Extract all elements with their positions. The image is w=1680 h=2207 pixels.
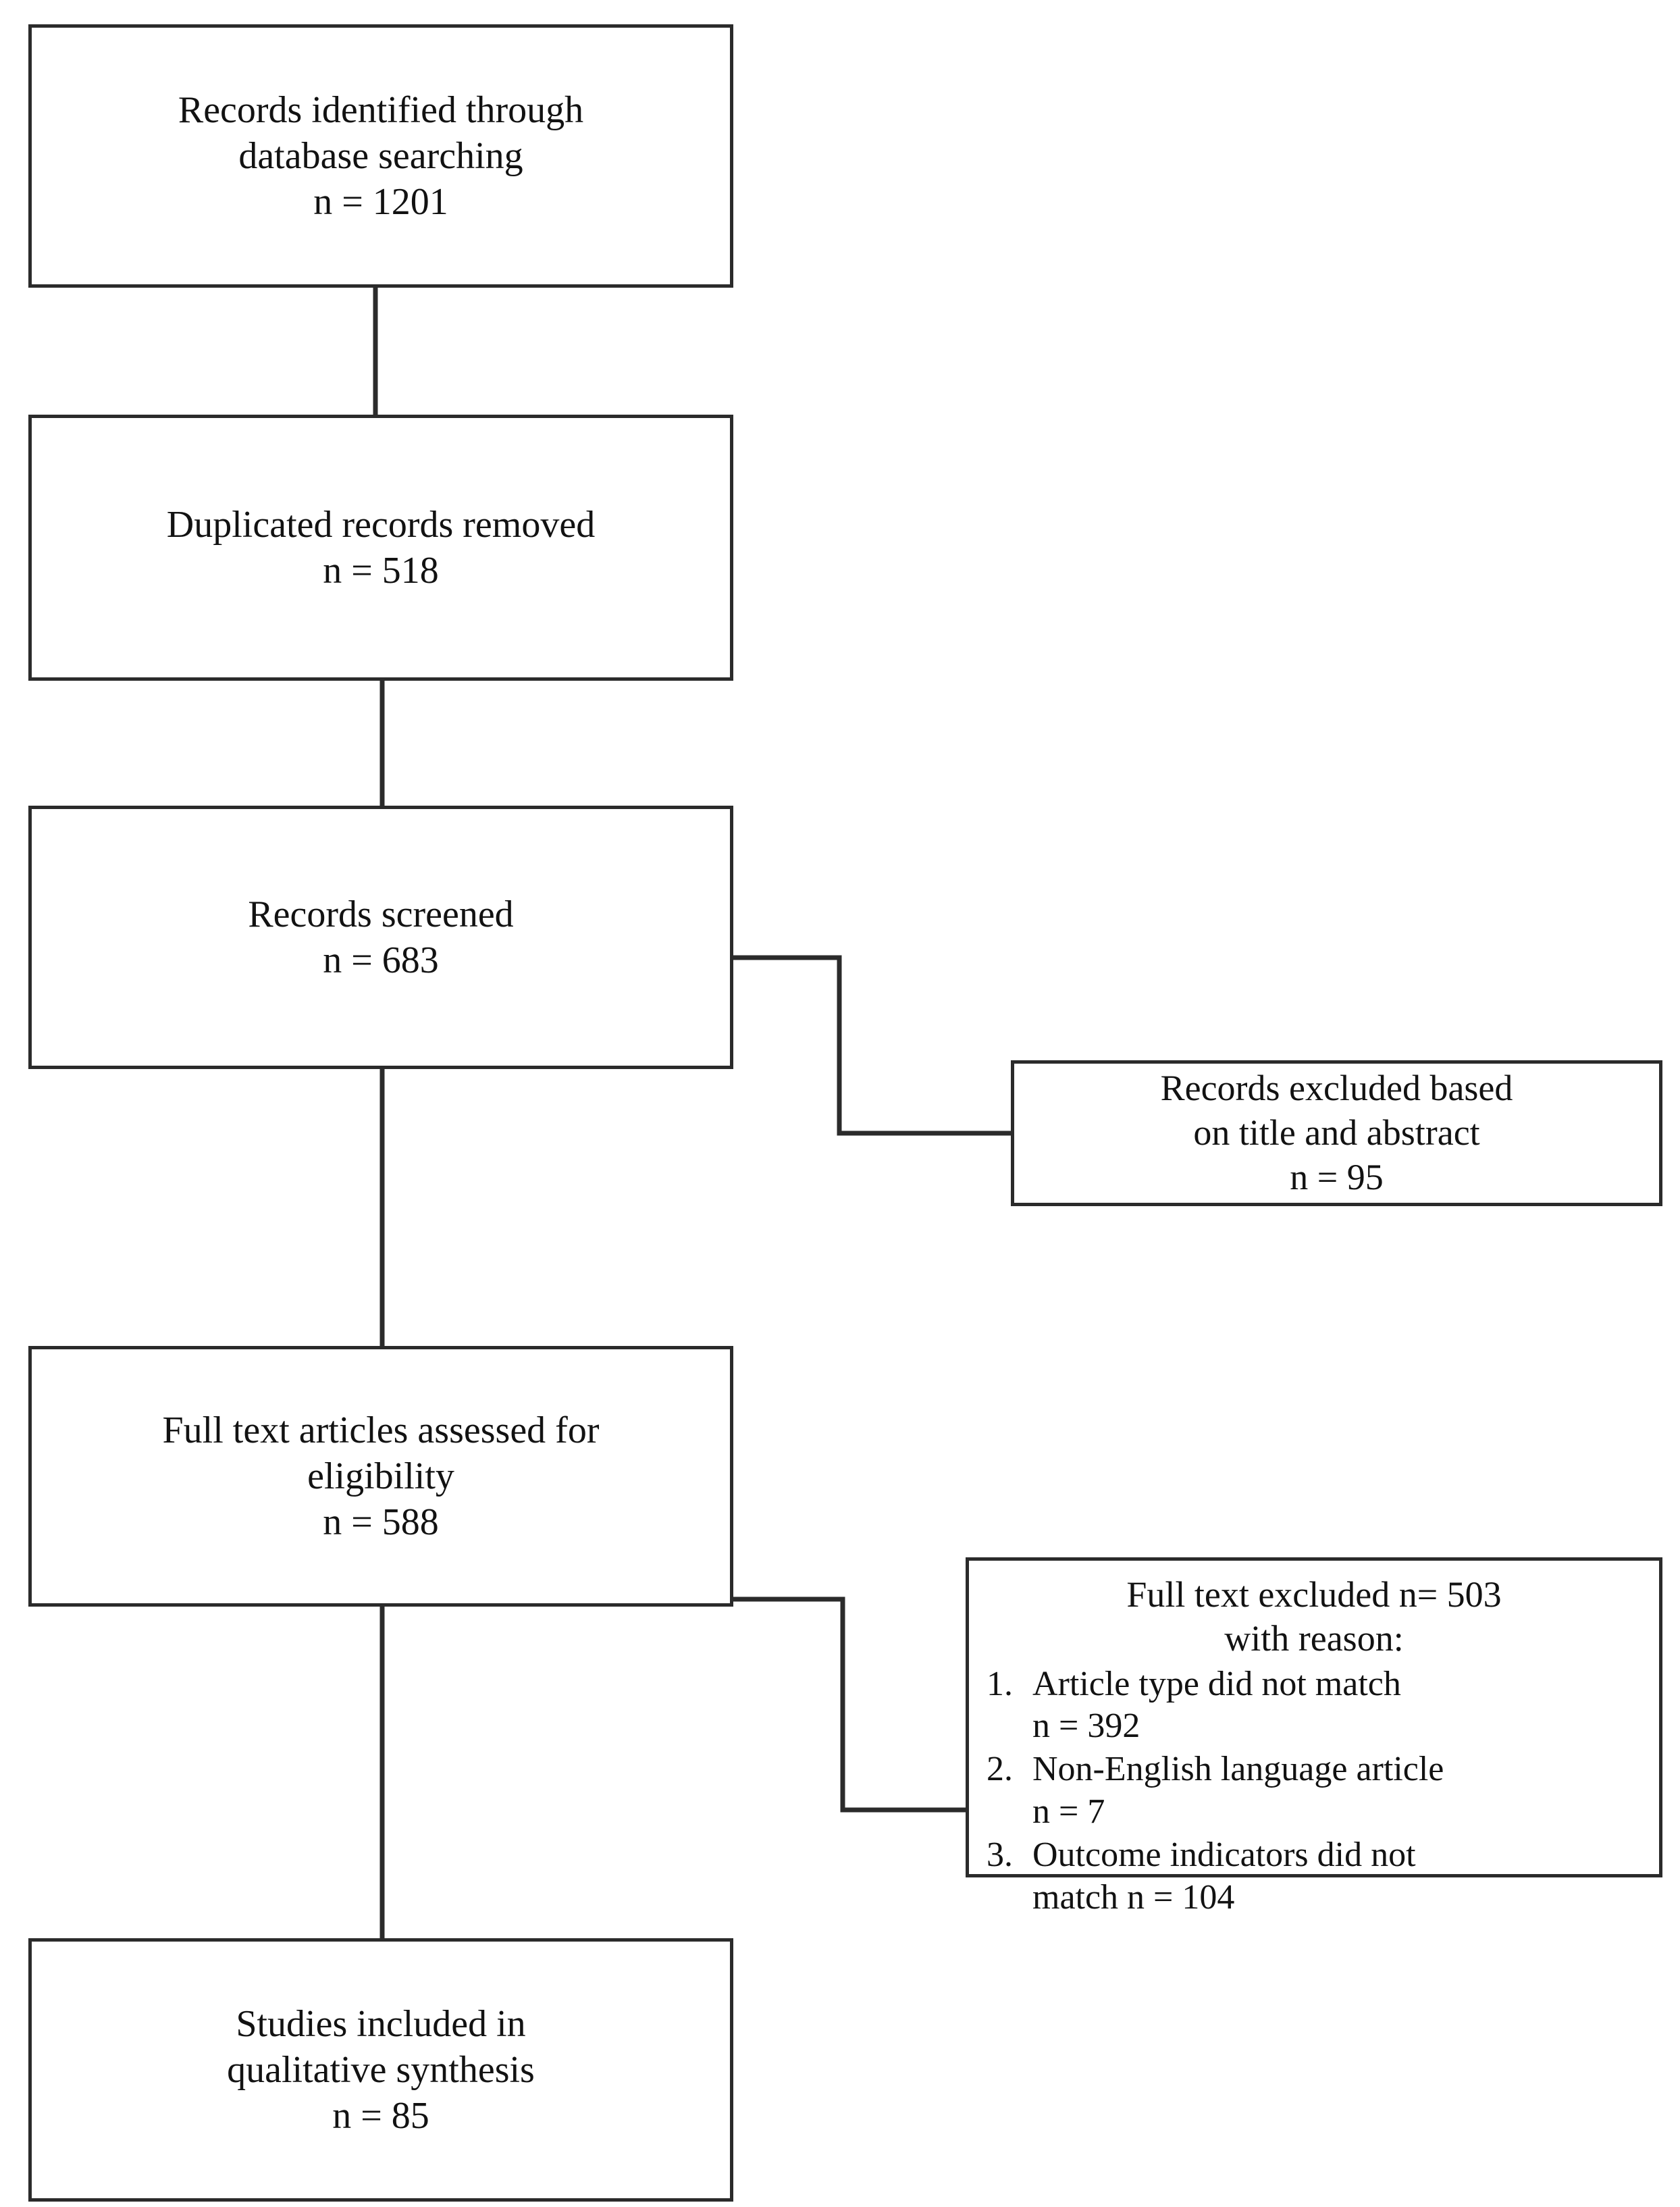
node-fulltext-assessed-count: n = 588 bbox=[323, 1501, 439, 1544]
node-fulltext-excluded: Full text excluded n= 503 with reason: 1… bbox=[966, 1557, 1662, 1917]
reason-number: 3. bbox=[987, 1836, 1013, 1875]
node-records-excluded-count: n = 95 bbox=[1290, 1156, 1384, 1197]
connector-fulltext-to-excluded-fulltext bbox=[731, 1596, 968, 1813]
reason-item: 2. Non-English language article n = 7 bbox=[987, 1748, 1642, 1833]
node-records-identified-line2: database searching bbox=[238, 134, 523, 177]
node-studies-included-line1: Studies included in bbox=[236, 2002, 526, 2045]
node-fulltext-excluded-heading1: Full text excluded n= 503 bbox=[1126, 1574, 1502, 1615]
node-studies-included: Studies included in qualitative synthesi… bbox=[28, 1938, 733, 2202]
node-fulltext-excluded-heading2: with reason: bbox=[1224, 1617, 1404, 1659]
node-studies-included-count: n = 85 bbox=[332, 2095, 429, 2137]
reason-text: Article type did not match bbox=[1032, 1664, 1401, 1703]
reason-item: 3. Outcome indicators did not match n = … bbox=[987, 1834, 1642, 1919]
node-records-excluded-line2: on title and abstract bbox=[1193, 1112, 1480, 1153]
fulltext-excluded-reason-list: 1. Article type did not match n = 392 2.… bbox=[987, 1663, 1642, 1919]
reason-number: 2. bbox=[987, 1750, 1013, 1789]
node-duplicated-records-line1: Duplicated records removed bbox=[166, 503, 596, 546]
node-records-screened-line1: Records screened bbox=[248, 893, 514, 935]
node-studies-included-line2: qualitative synthesis bbox=[227, 2048, 535, 2091]
reason-item: 1. Article type did not match n = 392 bbox=[987, 1663, 1642, 1748]
node-records-identified: Records identified through database sear… bbox=[28, 24, 733, 288]
reason-body: Non-English language article n = 7 bbox=[1032, 1748, 1642, 1833]
node-records-identified-line1: Records identified through bbox=[178, 88, 584, 131]
node-records-identified-count: n = 1201 bbox=[313, 181, 448, 224]
node-fulltext-assessed-line2: eligibility bbox=[307, 1455, 454, 1497]
node-fulltext-excluded-heading: Full text excluded n= 503 with reason: bbox=[987, 1573, 1642, 1661]
node-fulltext-assessed: Full text articles assessed for eligibil… bbox=[28, 1346, 733, 1607]
connector-screened-to-excluded-title-abstract bbox=[731, 955, 1014, 1136]
node-duplicated-records-removed: Duplicated records removed n = 518 bbox=[28, 415, 733, 681]
node-records-excluded-title-abstract: Records excluded based on title and abst… bbox=[1011, 1060, 1662, 1206]
node-records-screened: Records screened n = 683 bbox=[28, 806, 733, 1069]
reason-text: Non-English language article bbox=[1032, 1750, 1444, 1789]
node-records-screened-count: n = 683 bbox=[323, 939, 439, 981]
reason-body: Outcome indicators did not match n = 104 bbox=[1032, 1834, 1642, 1919]
reason-count: n = 7 bbox=[1032, 1792, 1105, 1831]
node-fulltext-assessed-line1: Full text articles assessed for bbox=[162, 1409, 600, 1451]
node-records-excluded-line1: Records excluded based bbox=[1160, 1068, 1513, 1109]
reason-body: Article type did not match n = 392 bbox=[1032, 1663, 1642, 1748]
reason-number: 1. bbox=[987, 1664, 1013, 1703]
reason-count: match n = 104 bbox=[1032, 1877, 1235, 1917]
node-duplicated-records-count: n = 518 bbox=[323, 550, 439, 592]
reason-text: Outcome indicators did not bbox=[1032, 1836, 1416, 1875]
reason-count: n = 392 bbox=[1032, 1706, 1140, 1745]
